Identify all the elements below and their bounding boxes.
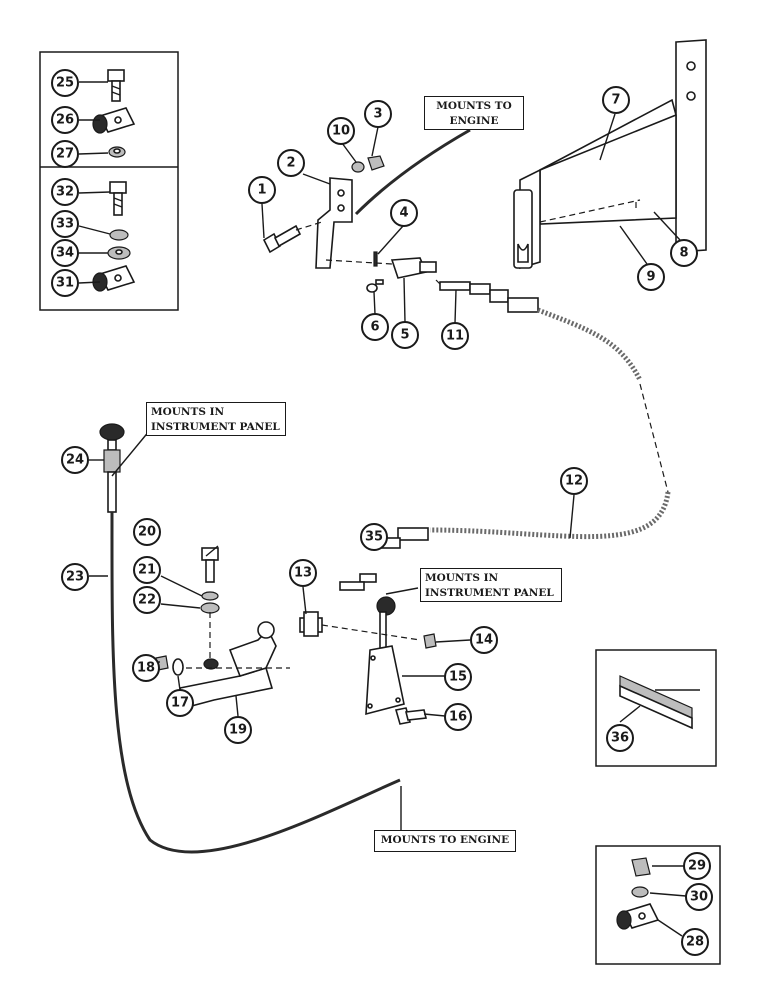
lever-15 <box>365 596 405 716</box>
nut-27-icon <box>108 146 126 158</box>
washer-21-icon <box>201 591 219 601</box>
cable-12-lower <box>429 491 671 540</box>
label-mounts-to-engine-bottom: MOUNTS TO ENGINE <box>374 830 516 852</box>
nut-29-icon <box>631 857 651 877</box>
clip-26-icon <box>92 107 136 134</box>
label-mounts-in-instrument-panel-center: MOUNTS IN INSTRUMENT PANEL <box>420 568 562 602</box>
bolt-1-icon <box>262 224 302 254</box>
clip-inset-36 <box>595 649 717 767</box>
lockwasher-33-icon <box>109 229 129 241</box>
cable-12-upper <box>537 307 643 382</box>
cotter-pin-4-icon <box>373 251 378 267</box>
hardware-inset-top-left <box>39 51 179 311</box>
washer-22-icon <box>200 602 220 614</box>
pin-6-icon <box>366 279 384 293</box>
washer-30-icon <box>631 886 649 898</box>
bracket-7 <box>513 39 707 270</box>
cable-end-11 <box>439 281 539 313</box>
clip-31-icon <box>92 265 136 292</box>
bolt-20-icon <box>201 547 219 583</box>
label-mounts-in-instrument-panel-left: MOUNTS IN INSTRUMENT PANEL <box>146 402 286 436</box>
bolt-32-icon <box>109 181 127 216</box>
washer-34-icon <box>107 246 131 260</box>
bracket-2 <box>315 177 353 269</box>
knob-24 <box>99 423 125 513</box>
nut-3-icon <box>367 155 385 171</box>
washer-17-icon <box>172 658 184 676</box>
nut-14-icon <box>423 633 437 649</box>
label-mounts-to-engine-top: MOUNTS TO ENGINE <box>424 96 524 130</box>
hardware-inset-bottom-right <box>595 845 721 965</box>
bracket-19 <box>179 621 277 709</box>
washer-10-icon <box>351 161 365 173</box>
bolt-25-icon <box>107 69 125 102</box>
clevis-5-icon <box>390 257 437 279</box>
tee-13-icon <box>299 611 323 637</box>
clip-28-icon <box>616 903 660 930</box>
cable-23 <box>110 511 401 854</box>
bolt-16-icon <box>394 707 427 725</box>
cable-end-35 <box>339 527 429 591</box>
nut-18-icon <box>155 655 169 671</box>
